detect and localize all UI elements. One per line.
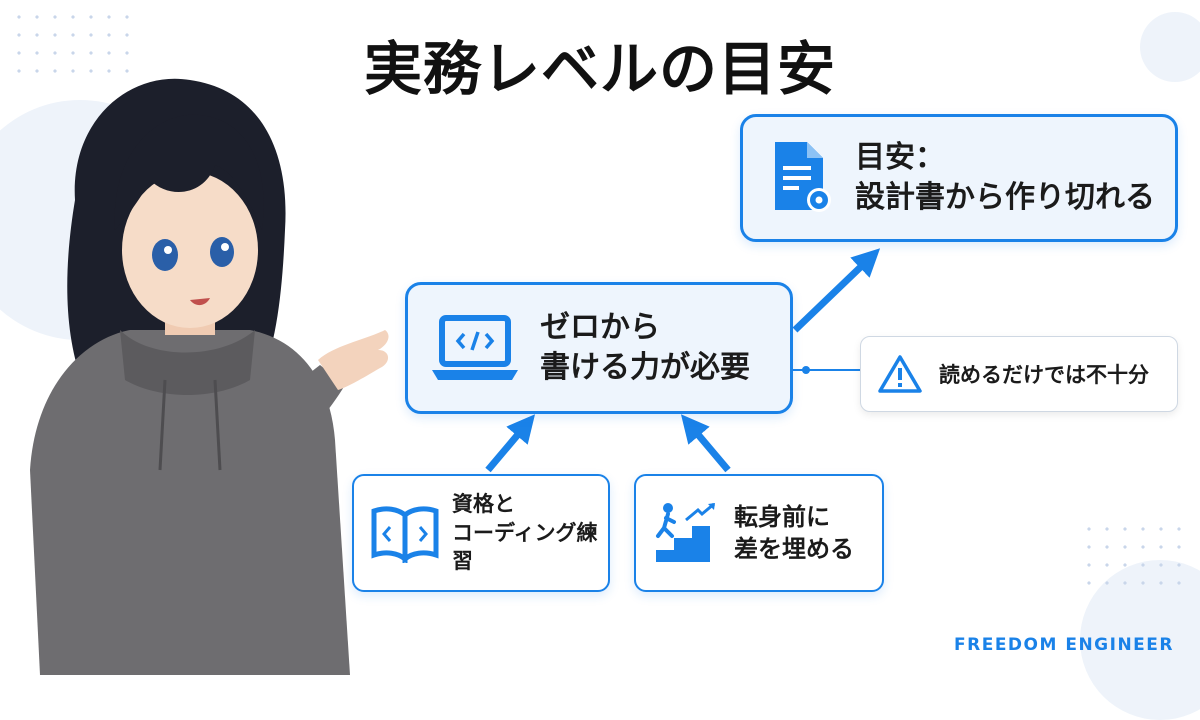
- document-gear-icon: [771, 138, 833, 218]
- center-box: ゼロから 書ける力が必要: [405, 282, 793, 414]
- warning-icon: [877, 353, 923, 395]
- left-input-box: 資格と コーディング練習: [352, 474, 610, 592]
- page-title: 実務レベルの目安: [363, 35, 836, 103]
- book-code-icon: [370, 503, 440, 563]
- right-input-line1: 転身前に: [734, 502, 830, 531]
- arrow-center-to-goal: [792, 248, 881, 333]
- left-input-line1: 資格と: [452, 492, 515, 517]
- bg-circle-top-right: [1140, 12, 1200, 82]
- warning-box: 読めるだけでは不十分: [860, 336, 1178, 412]
- laptop-code-icon: [430, 312, 520, 384]
- right-input-box: 転身前に 差を埋める: [634, 474, 884, 592]
- warning-text: 読めるだけでは不十分: [939, 363, 1149, 387]
- right-input-line2: 差を埋める: [734, 535, 854, 563]
- arrow-left-to-center: [485, 414, 536, 473]
- connector-dot: [802, 366, 810, 374]
- center-line2: 書ける力が必要: [540, 350, 750, 385]
- center-line1: ゼロから: [540, 309, 660, 345]
- arrow-right-to-center: [680, 414, 731, 473]
- dots-top-left: [10, 8, 130, 80]
- left-input-line2: コーディング練習: [452, 520, 598, 574]
- climbing-stairs-icon: [652, 500, 720, 566]
- goal-line1: 目安：: [855, 139, 945, 175]
- brand-footer: FREEDOM ENGINEER: [954, 635, 1174, 655]
- goal-line2: 設計書から作り切れる: [855, 180, 1155, 215]
- dots-bottom-right: [1080, 520, 1190, 592]
- character-illustration: [30, 78, 389, 675]
- goal-box: 目安： 設計書から作り切れる: [740, 114, 1178, 242]
- flow-arrows: [485, 248, 881, 473]
